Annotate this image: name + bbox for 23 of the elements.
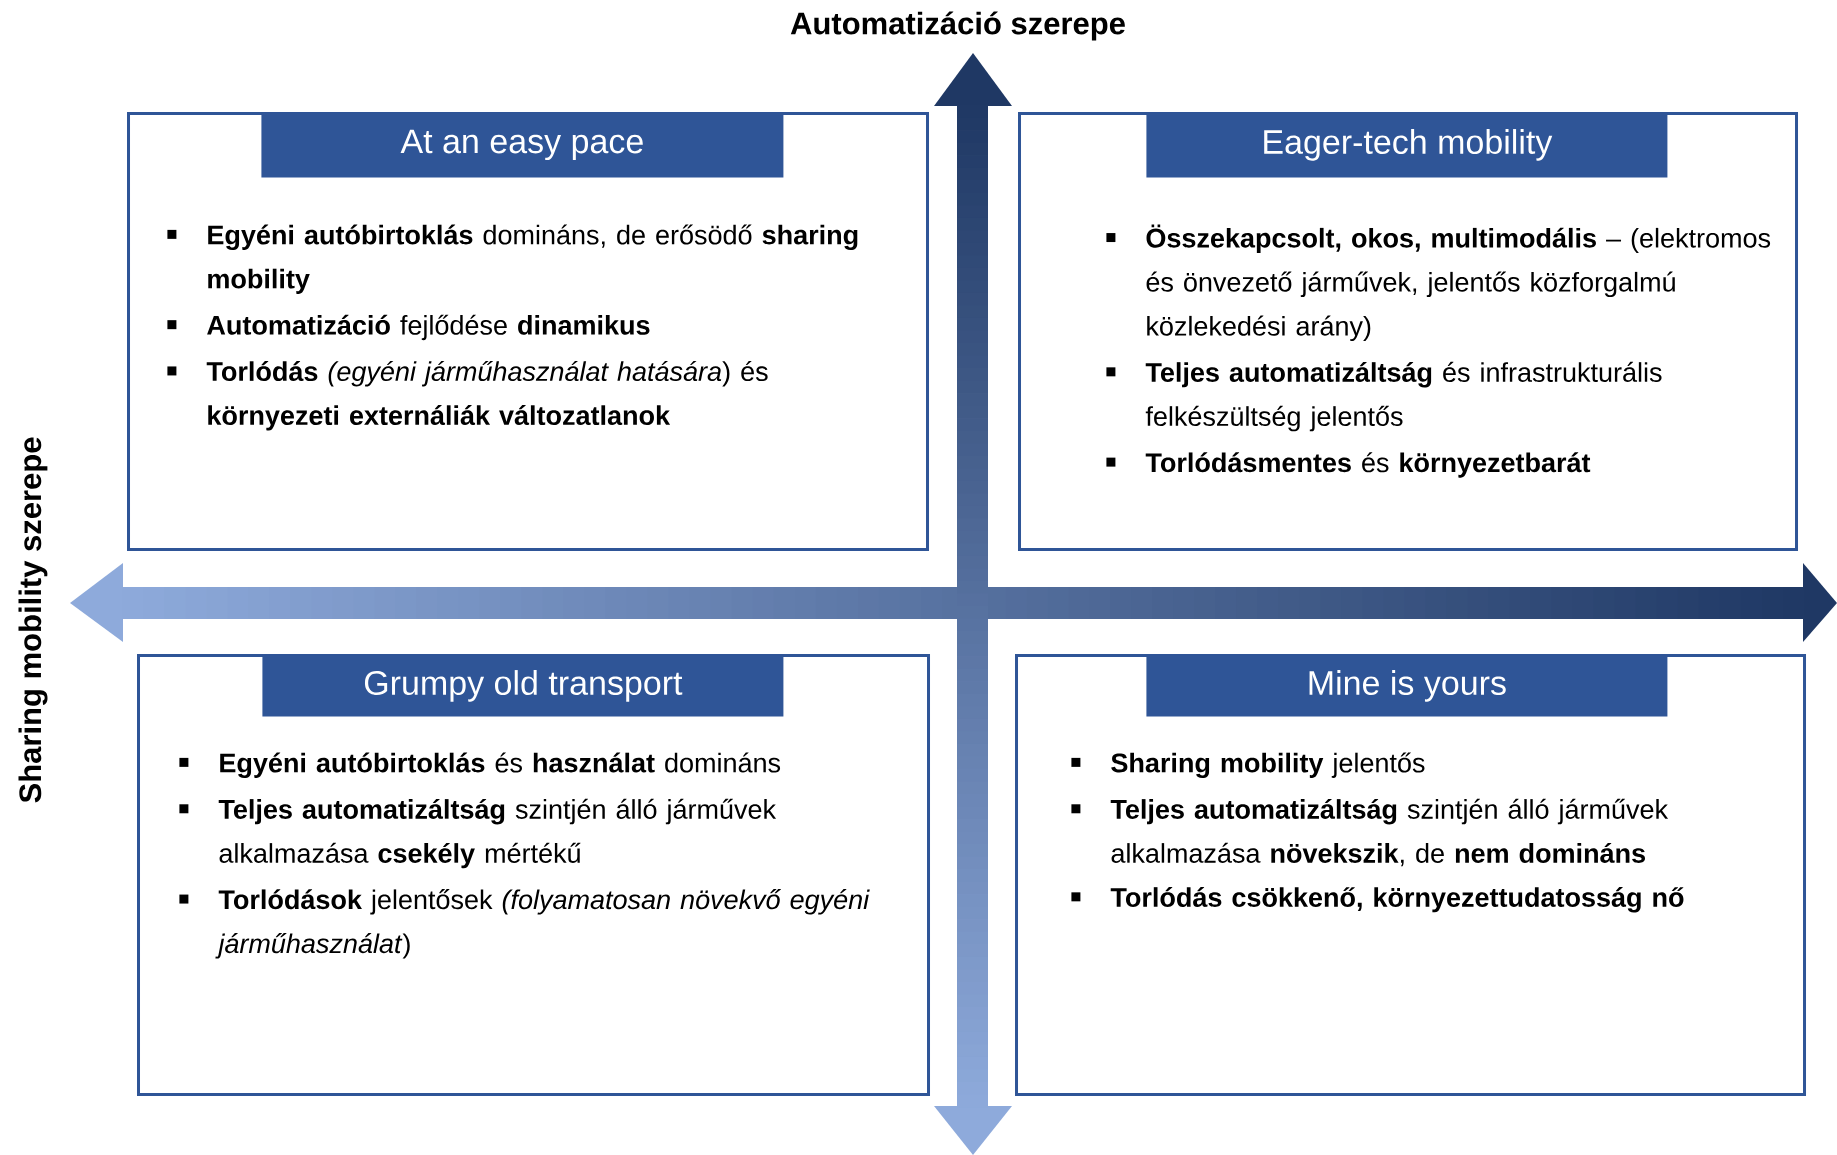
bullet-item: Összekapcsolt, okos, multimodális – (elektromos és önvezető járművek, jelentős közforgalmú közlekedési arány)	[1106, 224, 1771, 342]
bullet-item: Torlódás csökkenő, környezettudatosság nő	[1071, 886, 1684, 913]
node-label: Eager-tech mobility	[1264, 129, 1553, 161]
node-label: Grumpy old transport	[364, 670, 683, 702]
axis-label: Automatizáció szerepe	[790, 11, 1125, 41]
heading-band: At an easy pace	[261, 112, 784, 178]
bullet-item: Torlódások jelentősek (folyamatosan növekvő egyéni járműhasználat)	[179, 889, 870, 959]
heading-band: Grumpy old transport	[262, 655, 784, 717]
heading-band: Mine is yours	[1146, 655, 1668, 717]
quadrant-box	[1018, 112, 1798, 551]
bullet-item: Torlódás (egyéni járműhasználat hatására) és környezeti externáliák változatlanok	[167, 360, 768, 431]
quadrant-box	[127, 112, 929, 551]
bullet-item: Sharing mobility jelentős	[1071, 752, 1425, 778]
quadrant-box	[1015, 654, 1806, 1096]
node-label: Mine is yours	[1309, 670, 1506, 702]
bullet-item: Egyéni autóbirtoklás és használat domináns	[179, 752, 781, 778]
axis-label: Sharing mobility szerepe	[18, 437, 48, 803]
bullet-item: Teljes automatizáltság szintjén álló járművek alkalmazása növekszik, de nem domináns	[1071, 798, 1669, 867]
bullet-item: Automatizáció fejlődése dinamikus	[167, 314, 650, 341]
bullet-item: Torlódásmentes és környezetbarát	[1106, 452, 1591, 478]
quadrant-box	[137, 654, 930, 1096]
node-label: At an easy pace	[400, 129, 643, 161]
heading-band: Eager-tech mobility	[1146, 112, 1668, 178]
